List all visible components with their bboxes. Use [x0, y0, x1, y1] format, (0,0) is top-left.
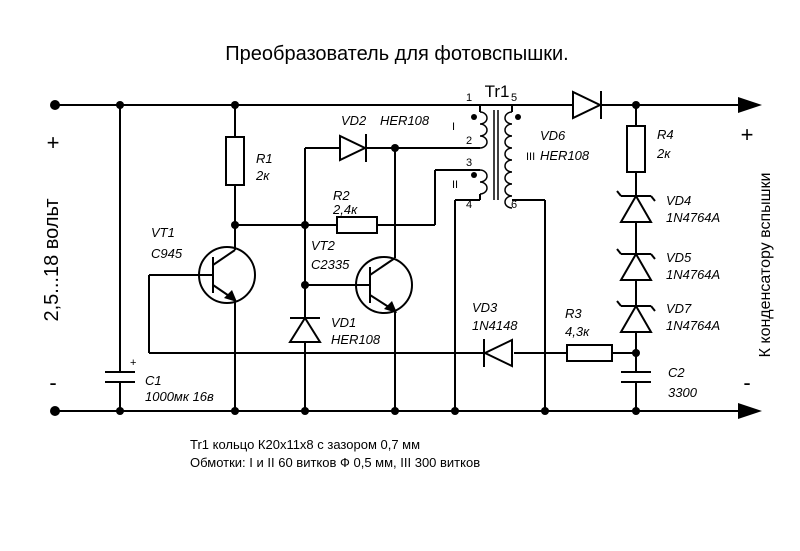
transistor-vt2: [305, 148, 413, 411]
tr1-pin-6: 6: [511, 199, 517, 211]
tr1-pin-1: 1: [466, 92, 472, 104]
input-plus-sign: +: [47, 130, 60, 155]
diode-vd1: [288, 316, 322, 411]
c1-ref: C1: [145, 373, 162, 388]
zener-vd7: [616, 300, 656, 372]
r1-ref: R1: [256, 151, 273, 166]
output-minus-sign: -: [743, 370, 750, 395]
capacitor-c2: [621, 371, 651, 411]
vd5-value: 1N4764A: [666, 267, 720, 282]
vt2-ref: VT2: [311, 238, 336, 253]
vt1-value: C945: [151, 246, 183, 261]
output-plus-sign: +: [741, 122, 754, 147]
vd3-value: 1N4148: [472, 318, 518, 333]
r3-value: 4,3к: [565, 324, 590, 339]
r4-value: 2к: [656, 146, 671, 161]
winding-i-label: I: [452, 121, 455, 133]
r4-ref: R4: [657, 127, 674, 142]
junction-dots: [50, 100, 640, 416]
zener-vd4: [616, 190, 656, 254]
resistor-r2: [336, 169, 480, 234]
diode-vd2: [305, 134, 480, 162]
tr1-pin-3: 3: [466, 157, 472, 169]
transistor-vt1: [149, 225, 256, 411]
zener-vd5: [616, 248, 656, 306]
vd1-ref: VD1: [331, 315, 356, 330]
vd3-ref: VD3: [472, 300, 498, 315]
positive-rail: [55, 97, 762, 113]
winding-iii-label: III: [526, 151, 535, 163]
c2-value: 3300: [668, 385, 698, 400]
r2-ref: R2: [333, 188, 350, 203]
r1-value: 2к: [255, 168, 270, 183]
vd2-ref: VD2: [341, 113, 367, 128]
tr1-pin-4: 4: [466, 199, 472, 211]
vd6-value: HER108: [540, 148, 590, 163]
capacitor-c1: +: [105, 105, 136, 411]
vd4-value: 1N4764A: [666, 210, 720, 225]
resistor-r1: [225, 105, 245, 225]
r2-value: 2,4к: [332, 202, 358, 217]
output-label: К конденсатору вспышки: [757, 173, 774, 358]
vd2-value: HER108: [380, 113, 430, 128]
tr1-pin-2: 2: [466, 135, 472, 147]
diode-vd6: [572, 90, 603, 120]
resistor-r4: [626, 105, 646, 196]
vd1-value: HER108: [331, 332, 381, 347]
vd7-value: 1N4764A: [666, 318, 720, 333]
winding-ii-label: II: [452, 179, 458, 191]
c2-ref: C2: [668, 365, 685, 380]
tr1-pin-5: 5: [511, 92, 517, 104]
input-minus-sign: -: [49, 370, 56, 395]
vt1-ref: VT1: [151, 225, 175, 240]
vd5-ref: VD5: [666, 250, 692, 265]
resistor-r3: [514, 344, 636, 362]
vt2-value: C2335: [311, 257, 350, 272]
vd4-ref: VD4: [666, 193, 691, 208]
diagram-title: Преобразователь для фотовспышки.: [225, 43, 568, 65]
r3-ref: R3: [565, 306, 582, 321]
note-windings: Обмотки: I и II 60 витков Ф 0,5 мм, III …: [190, 455, 480, 470]
transformer-tr1: [454, 105, 546, 411]
c1-polarity: +: [130, 357, 136, 369]
c1-value: 1000мк 16в: [145, 389, 214, 404]
note-core: Tr1 кольцо К20x11x8 с зазором 0,7 мм: [190, 437, 420, 452]
supply-voltage-label: 2,5...18 вольт: [41, 198, 63, 321]
diode-vd3: [482, 338, 513, 368]
tr1-name: Tr1: [485, 82, 510, 101]
vd7-ref: VD7: [666, 301, 692, 316]
negative-rail: [55, 403, 762, 419]
vd6-ref: VD6: [540, 128, 566, 143]
